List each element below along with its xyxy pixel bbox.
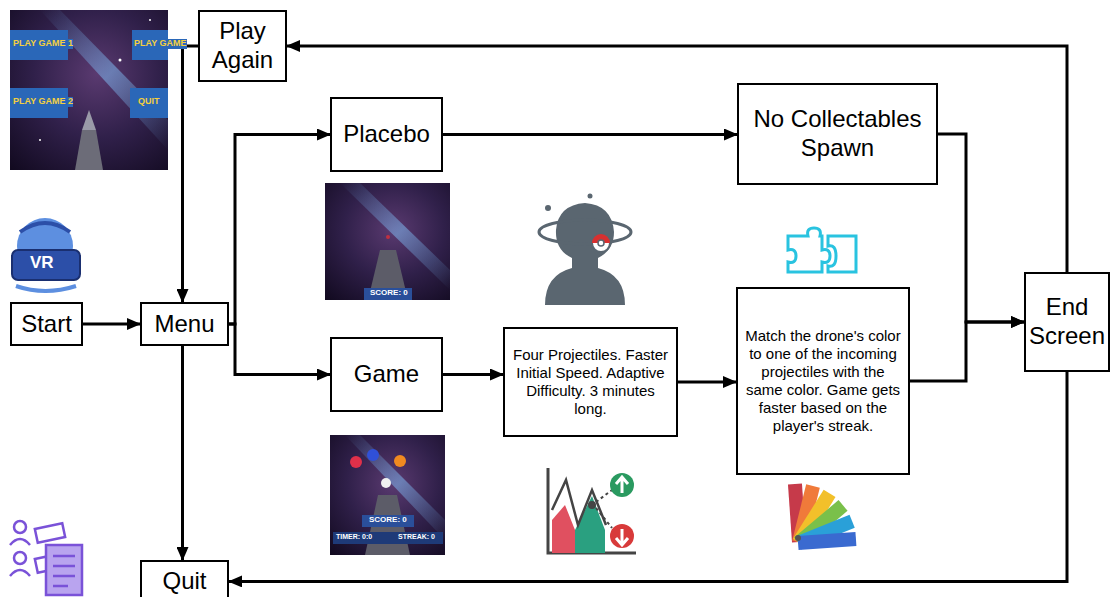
quit-box: Quit — [140, 560, 229, 597]
node-text: No Collectables Spawn — [742, 105, 933, 163]
node-text: Game — [354, 360, 419, 389]
screen-label: STREAK: 0 — [398, 533, 435, 541]
node-text: Match the drone's color to one of the in… — [744, 327, 902, 435]
screen-label: VR — [30, 254, 54, 273]
screen-label: SCORE: 0 — [370, 289, 408, 298]
description-box: Four Projectiles. Faster Initial Speed. … — [503, 327, 678, 437]
node-text: Quit — [162, 567, 206, 596]
user-orbit-icon — [539, 194, 631, 306]
placebo-screenshot — [325, 183, 450, 300]
flow-arrow — [229, 135, 330, 325]
menu-box: Menu — [140, 302, 229, 346]
screen-label: PLAY GAME 2 — [13, 97, 73, 107]
node-text: End Screen — [1029, 293, 1105, 351]
flow-arrow — [910, 322, 1024, 381]
flow-arrow — [938, 134, 1024, 322]
process-box: Game — [330, 337, 443, 412]
color-palette-icon — [788, 484, 856, 550]
flow-arrow — [443, 373, 503, 376]
menu-screenshot — [10, 10, 168, 170]
flow-arrow — [181, 346, 184, 560]
screen-label: TIMER: 0:0 — [336, 533, 372, 541]
node-text: Start — [21, 310, 72, 339]
node-text: Four Projectiles. Faster Initial Speed. … — [511, 346, 670, 418]
screen-label: SCORE: 0 — [369, 516, 407, 525]
description-box: Match the drone's color to one of the in… — [736, 287, 910, 475]
loop-box: Play Again — [198, 10, 287, 82]
node-text: Play Again — [203, 17, 282, 75]
screen-label: PLAY GAME — [134, 39, 187, 49]
node-text: Menu — [154, 310, 214, 339]
start-box: Start — [10, 302, 83, 346]
vr-headset-icon — [12, 218, 80, 291]
flow-arrow — [83, 323, 140, 326]
puzzle-icon — [788, 228, 856, 272]
game-screenshot — [330, 435, 445, 555]
screen-label: QUIT — [138, 97, 160, 107]
flow-arrow — [443, 133, 737, 136]
survey-icon — [10, 521, 82, 595]
flow-arrow — [183, 46, 199, 302]
adaptive-chart-icon — [548, 468, 636, 553]
end-box: End Screen — [1024, 272, 1110, 372]
process-box: No Collectables Spawn — [737, 83, 938, 185]
flow-arrow — [287, 46, 1067, 272]
flow-arrow — [229, 324, 330, 375]
process-box: Placebo — [330, 97, 443, 172]
node-text: Placebo — [343, 120, 430, 149]
screen-label: PLAY GAME 1 — [13, 39, 73, 49]
flow-arrow — [678, 381, 736, 384]
